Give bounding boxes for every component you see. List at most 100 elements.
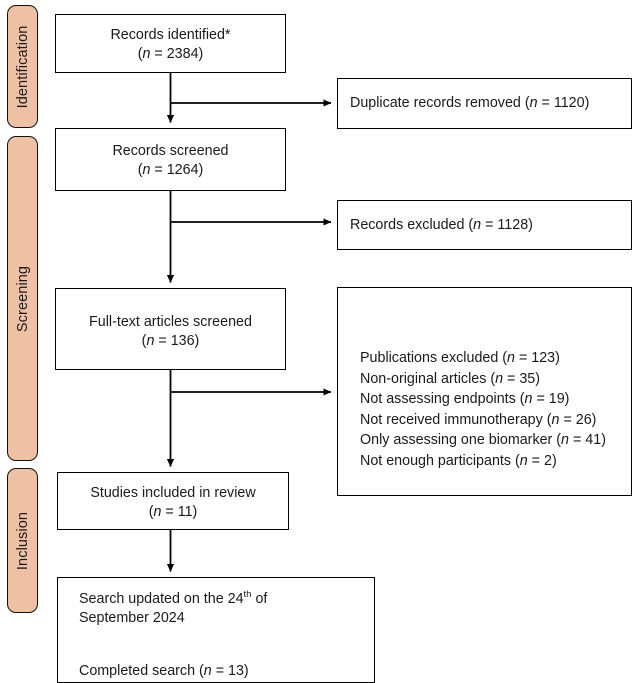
n-value: 1128 [497,217,529,233]
n-equals: = [161,503,178,520]
phase-label-inclusion: Inclusion [14,511,31,570]
records-screened-count: (n = 1264) [68,161,273,180]
phase-bar-inclusion: Inclusion [7,468,38,613]
exclusion-reason-label: Not received immunotherapy ( [360,411,552,428]
n-equals: = [211,662,229,679]
n-equals: = [150,161,167,178]
exclusion-reason-item: Not assessing endpoints (n = 19) [360,389,606,410]
n-value: 2384 [166,45,199,62]
search-updated-text: Search updated on the 24 [79,591,244,607]
n-symbol: n [561,432,569,449]
n-symbol: n [519,452,528,469]
n-equals: = [569,432,586,449]
n-value: 2 [544,452,552,469]
n-value: 35 [519,370,536,387]
box-records-screened: Records screened (n = 1264) [55,128,286,191]
n-value: 26 [575,411,592,428]
phase-bar-identification: Identification [7,5,38,128]
box-exclusion-reasons: Publications excluded (n = 123)Non-origi… [337,287,632,496]
fulltext-screened-line1: Full-text articles screened [89,314,252,330]
paren-close: ) [564,391,570,408]
box-duplicate-records-removed: Duplicate records removed (n = 1120) [337,78,632,129]
n-equals: = [154,332,171,349]
paren-close: ) [551,452,557,469]
n-value: 1264 [166,161,199,178]
paren-close: ) [243,662,249,679]
n-equals: = [481,217,498,233]
n-symbol: n [524,391,533,408]
search-updated-line1: Search updated on the 24th of [79,590,374,609]
exclusion-reason-item: Not enough participants (n = 2) [360,451,606,472]
completed-search-line: Completed search (n = 13) [79,662,374,681]
records-excluded-label: Records excluded ( [350,217,474,233]
completed-search-label: Completed search ( [79,662,204,679]
n-symbol: n [473,217,482,233]
exclusion-reason-label: Not assessing endpoints ( [360,391,525,408]
exclusion-reason-item: Only assessing one biomarker (n = 41) [360,430,606,451]
n-symbol: n [203,662,212,679]
phase-bar-screening: Screening [7,136,38,461]
n-equals: = [514,350,532,366]
n-equals: = [150,45,167,62]
exclusion-reason-item: Publications excluded (n = 123) [360,348,606,369]
n-equals: = [503,370,520,387]
studies-included-count: (n = 11) [70,503,276,522]
n-equals: = [527,452,544,469]
n-value: 13 [228,662,244,679]
paren-open: ( [148,503,154,520]
records-excluded-text: Records excluded (n = 1128) [350,216,619,235]
n-value: 41 [585,432,602,449]
spacer [79,628,374,662]
paren-close: ) [192,503,198,520]
n-equals: = [532,391,549,408]
duplicates-label: Duplicate records removed ( [350,95,530,111]
exclusion-reason-label: Not enough participants ( [360,452,520,469]
paren-close: ) [528,217,533,233]
n-symbol: n [153,503,162,520]
n-symbol: n [495,370,504,387]
search-updated-line2: September 2024 [79,609,185,626]
n-value: 136 [170,332,195,349]
records-screened-line1: Records screened [112,143,229,159]
box-search-updated: Search updated on the 24th of September … [57,577,375,683]
n-value: 123 [531,350,556,366]
paren-close: ) [198,45,204,62]
n-value: 11 [177,503,193,520]
n-symbol: n [142,45,151,62]
paren-close: ) [198,161,204,178]
n-symbol: n [146,332,155,349]
n-equals: = [537,95,554,111]
paren-open: ( [137,45,143,62]
n-symbol: n [142,161,151,178]
exclusion-reason-list: Publications excluded (n = 123)Non-origi… [360,348,606,471]
duplicates-removed-text: Duplicate records removed (n = 1120) [350,94,619,113]
exclusion-reason-label: Only assessing one biomarker ( [360,432,562,449]
records-identified-line1: Records identified* [110,27,231,43]
paren-open: ( [141,332,147,349]
paren-open: ( [137,161,143,178]
exclusion-reason-item: Non-original articles (n = 35) [360,369,606,390]
exclusion-reason-label: Non-original articles ( [360,370,496,387]
n-equals: = [559,411,576,428]
exclusion-reason-label: Publications excluded ( [360,350,508,366]
paren-close: ) [555,350,560,366]
search-updated-of: of [251,591,268,607]
paren-close: ) [194,332,200,349]
box-records-excluded: Records excluded (n = 1128) [337,200,632,250]
n-value: 1120 [553,95,585,111]
paren-close: ) [601,432,606,449]
box-records-identified: Records identified* (n = 2384) [55,14,286,73]
ordinal-suffix: th [243,589,252,601]
phase-label-screening: Screening [14,265,31,332]
paren-close: ) [591,411,597,428]
n-symbol: n [551,411,560,428]
n-value: 19 [548,391,565,408]
records-identified-count: (n = 2384) [68,45,273,64]
box-fulltext-articles-screened: Full-text articles screened (n = 136) [55,288,286,370]
paren-close: ) [584,95,590,111]
phase-label-identification: Identification [14,25,31,108]
fulltext-screened-count: (n = 136) [68,332,273,351]
paren-close: ) [535,370,540,387]
exclusion-reason-item: Not received immunotherapy (n = 26) [360,410,606,431]
